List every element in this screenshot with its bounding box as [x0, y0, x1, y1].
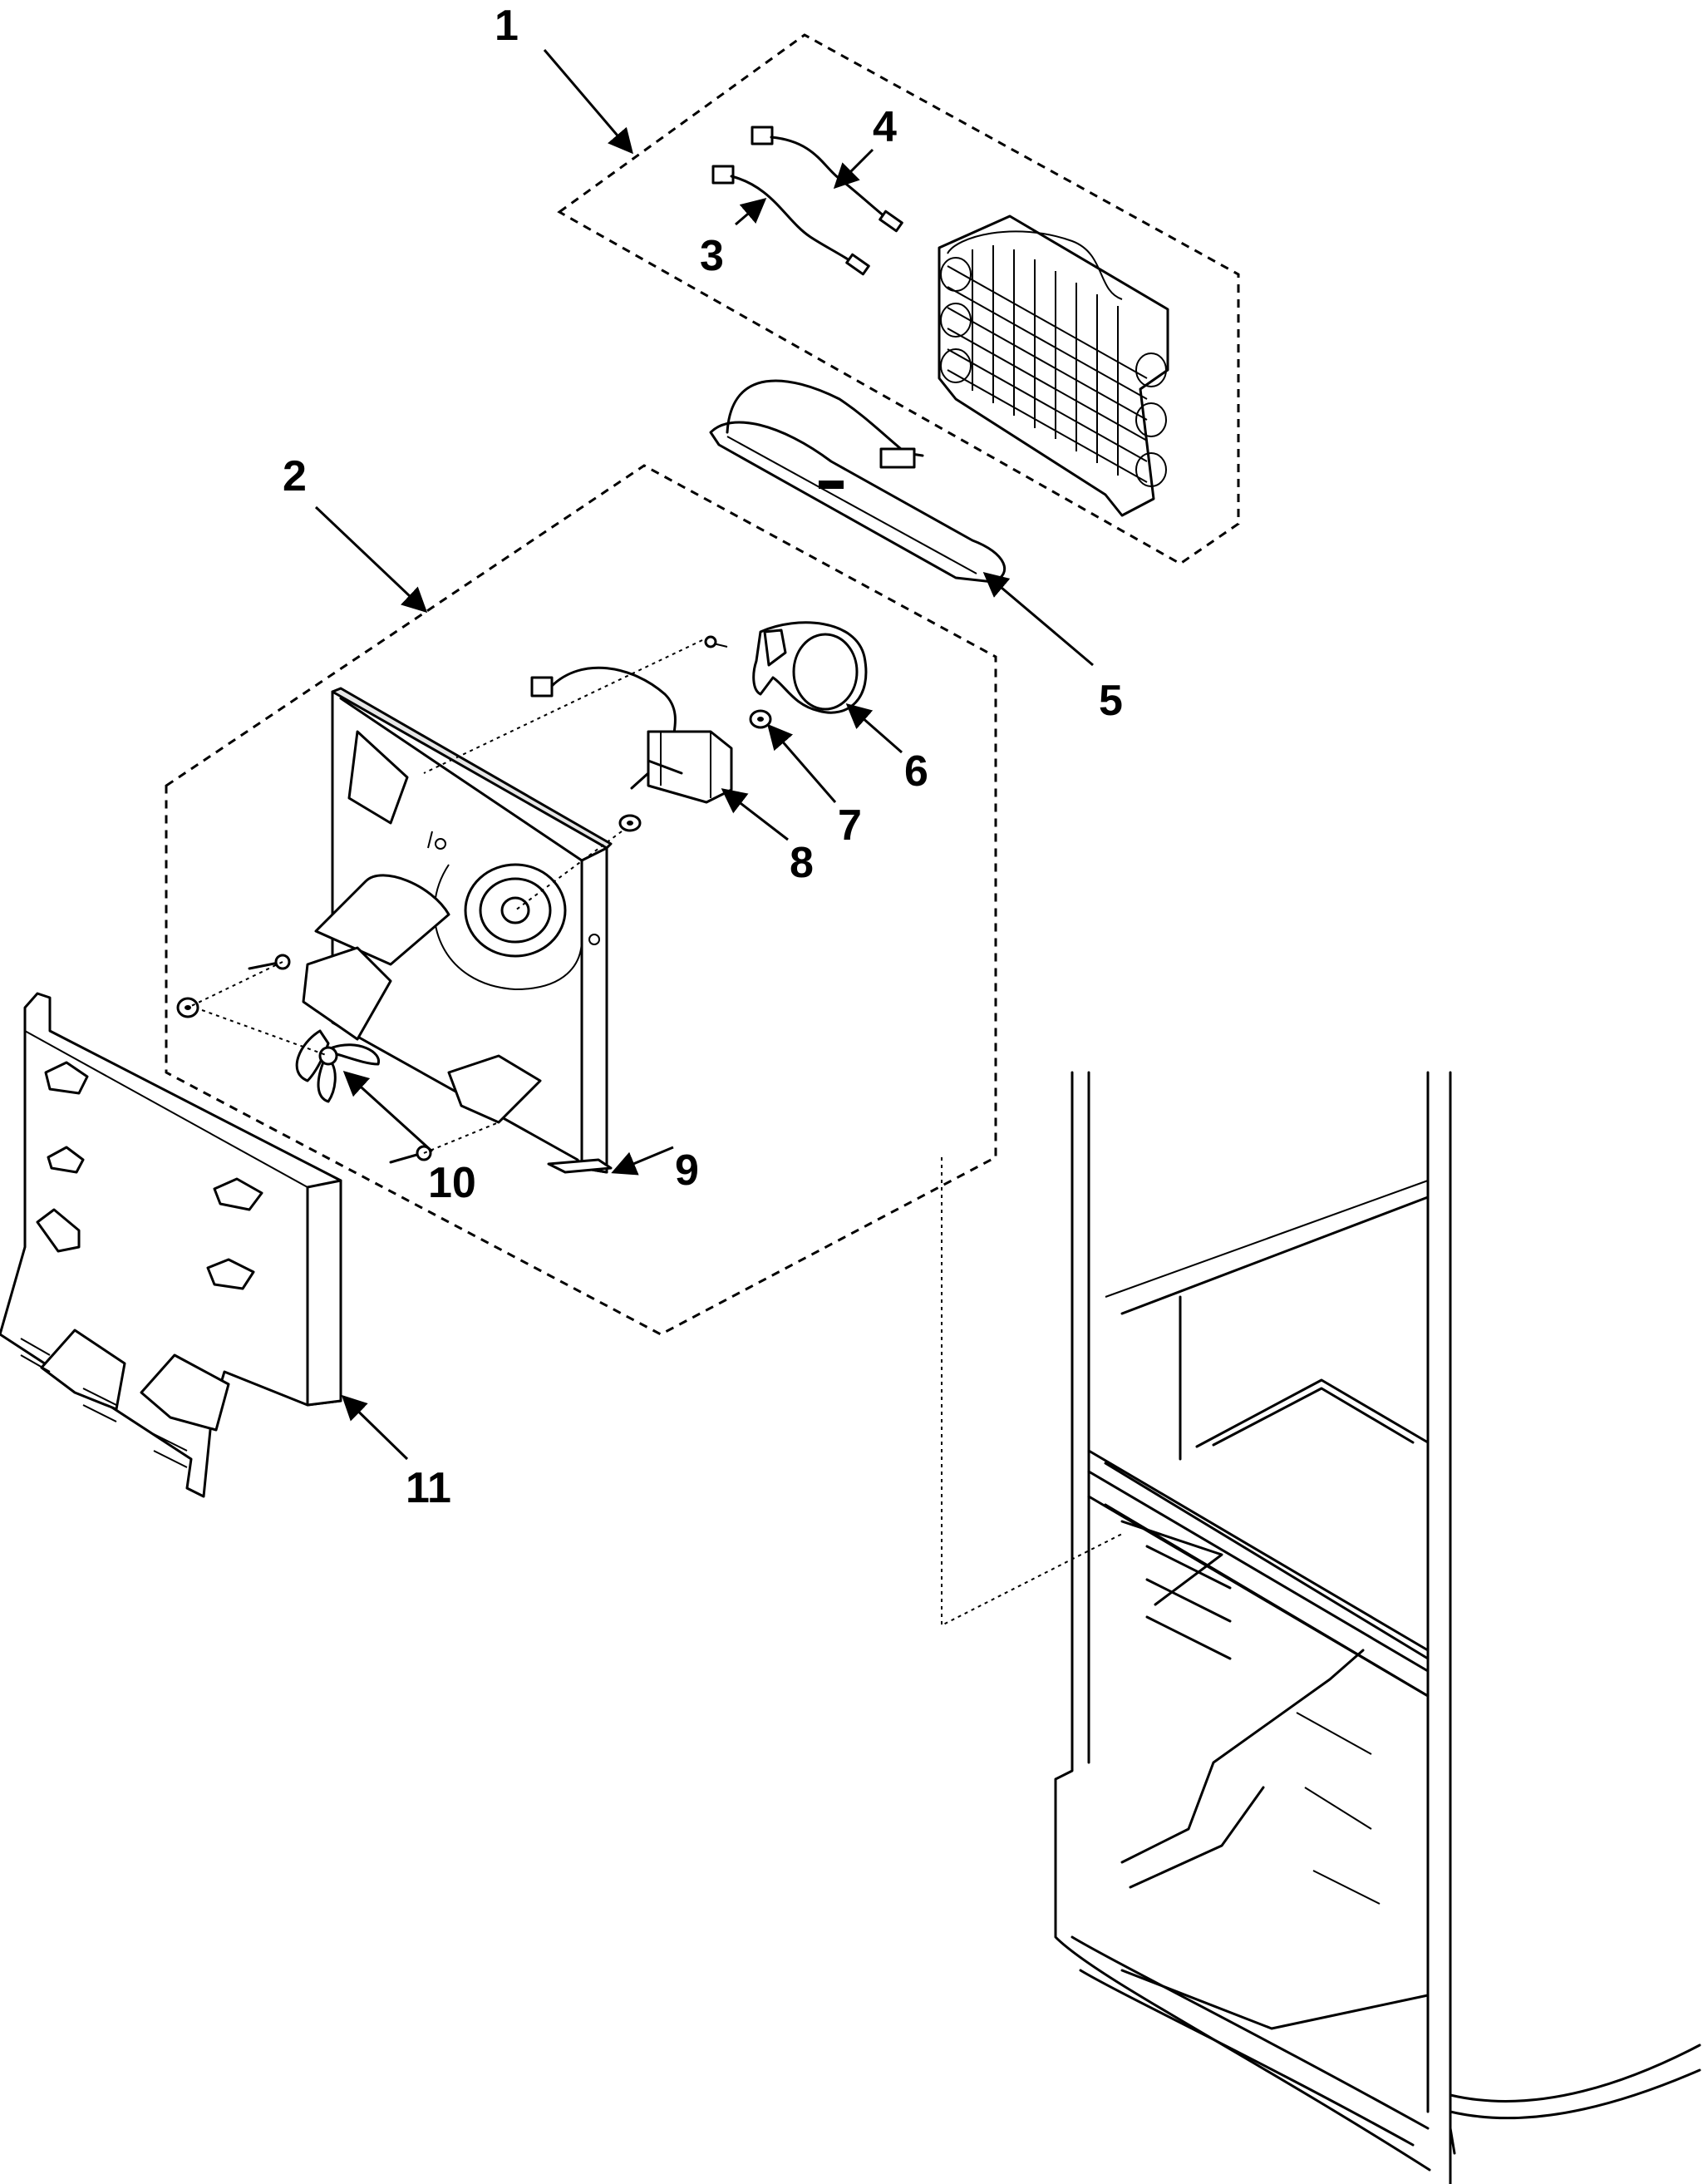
assembly-link-line [941, 1157, 1123, 1627]
callout-label-4: 4 [873, 103, 897, 151]
fan-shroud [302, 687, 613, 1174]
motor-bracket [704, 621, 868, 714]
defrost-heater-tray [709, 379, 1007, 584]
callout-label-7: 7 [838, 801, 862, 850]
screw-lower [389, 1145, 432, 1164]
grommet-7 [749, 709, 772, 729]
assembly-2-boundary [165, 464, 997, 1336]
screw-upper [248, 954, 291, 970]
callout-label-8: 8 [790, 839, 814, 887]
callout-label-1: 1 [495, 2, 519, 50]
callout-leaders [314, 49, 1094, 1461]
callout-label-11: 11 [406, 1464, 451, 1512]
sensor-harness-3 [711, 165, 870, 276]
refrigerator-cabinet [1054, 1071, 1701, 2184]
assembly-guide-lines [187, 639, 703, 1154]
fan-motor [530, 666, 733, 832]
callout-label-10: 10 [428, 1159, 476, 1207]
callout-label-5: 5 [1099, 677, 1123, 725]
evaporator-coil [938, 214, 1169, 517]
callout-label-2: 2 [283, 452, 307, 500]
fan-blade [295, 1029, 380, 1103]
callout-label-6: 6 [904, 747, 928, 796]
evaporator-cover [0, 992, 342, 1498]
callout-label-3: 3 [700, 232, 724, 280]
callout-label-9: 9 [675, 1146, 699, 1195]
